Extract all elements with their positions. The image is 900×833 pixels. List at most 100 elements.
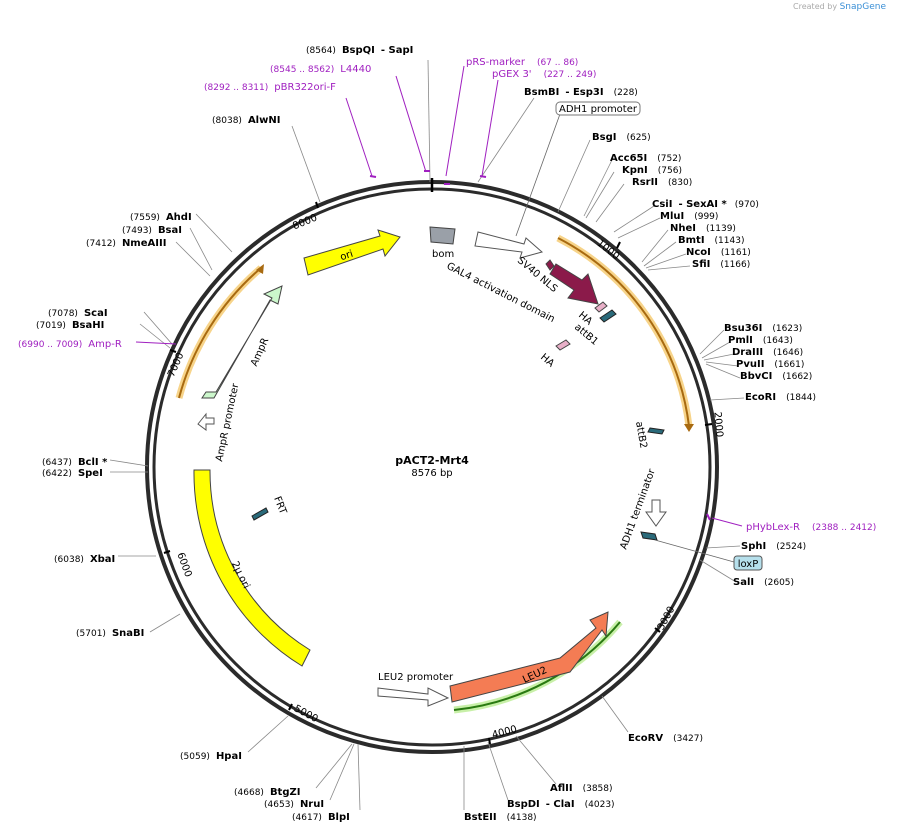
enzyme-bsteii[interactable]: BstEII(4138) [464,812,537,823]
feature-loxp-marker[interactable] [640,531,658,541]
svg-text:(7019)BsaHI: (7019)BsaHI [36,320,104,331]
primer-leaders [135,65,743,527]
svg-text:BmtI(1143): BmtI(1143) [678,235,744,246]
svg-text:BbvCI(1662): BbvCI(1662) [740,371,812,382]
enzyme-bspqi[interactable]: (8564)BspQI- SapI [306,45,413,56]
enzyme-scai[interactable]: (7078)ScaI [48,308,108,319]
feature-ha-2[interactable]: HA [538,339,571,370]
svg-text:AmpR: AmpR [249,336,271,368]
svg-text:(5059)HpaI: (5059)HpaI [180,751,242,762]
feature-leu2-promoter[interactable]: LEU2 promoter [377,672,454,707]
enzyme-sali[interactable]: SalI(2605) [733,577,794,588]
svg-text:ori: ori [339,249,355,263]
svg-text:BspDI- ClaI(4023): BspDI- ClaI(4023) [507,799,615,810]
enzyme-mlui[interactable]: MluI(999) [660,211,718,222]
svg-text:(6437)BclI *: (6437)BclI * [42,457,108,468]
enzyme-csii[interactable]: CsiI- SexAI *(970) [652,199,759,210]
svg-text:(8038)AlwNI: (8038)AlwNI [212,115,280,126]
enzyme-sfii[interactable]: SfiI(1166) [692,259,750,270]
feature-frt[interactable]: FRT [251,495,289,521]
enzyme-nrui[interactable]: (4653)NruI [264,799,324,810]
svg-text:(4668)BtgZI: (4668)BtgZI [234,787,300,798]
svg-text:NheI(1139): NheI(1139) [670,223,736,234]
feature-ampr[interactable]: AmpR [201,285,283,399]
svg-text:(6422)SpeI: (6422)SpeI [42,468,103,479]
primer-l4440[interactable]: (8545 .. 8562)L4440 [270,64,371,75]
enzyme-bmti[interactable]: BmtI(1143) [678,235,744,246]
enzyme-blpi[interactable]: (4617)BlpI [292,812,350,823]
enzyme-kpni[interactable]: KpnI(756) [622,165,682,176]
enzyme-aflii[interactable]: AflII(3858) [550,783,613,794]
enzyme-nhei[interactable]: NheI(1139) [670,223,736,234]
svg-text:CsiI- SexAI *(970): CsiI- SexAI *(970) [652,199,759,210]
svg-text:(4617)BlpI: (4617)BlpI [292,812,350,823]
svg-text:EcoRV(3427): EcoRV(3427) [628,733,703,744]
enzyme-spei[interactable]: (6422)SpeI [42,468,103,479]
enzyme-bbvci[interactable]: BbvCI(1662) [740,371,812,382]
enzyme-bsgi[interactable]: BsgI(625) [592,132,651,143]
svg-text:DraIII(1646): DraIII(1646) [732,347,803,358]
svg-text:NcoI(1161): NcoI(1161) [686,247,751,258]
svg-text:LEU2 promoter: LEU2 promoter [378,672,454,683]
adh1-promoter-label[interactable]: ADH1 promoter [515,101,641,237]
svg-text:AmpR promoter: AmpR promoter [214,382,241,463]
enzyme-draiii[interactable]: DraIII(1646) [732,347,803,358]
enzyme-bcli[interactable]: (6437)BclI * [42,457,108,468]
svg-text:pHybLex-R(2388 .. 2412): pHybLex-R(2388 .. 2412) [746,522,876,533]
svg-text:KpnI(756): KpnI(756) [622,165,682,176]
enzyme-snabi[interactable]: (5701)SnaBI [76,628,144,639]
svg-text:RsrII(830): RsrII(830) [632,177,692,188]
enzyme-acc65i[interactable]: Acc65I(752) [610,153,681,164]
tick-2000: 2000 [704,411,725,438]
svg-text:(6038)XbaI: (6038)XbaI [54,554,115,565]
enzyme-bsai[interactable]: (7493)BsaI [122,225,182,236]
svg-text:loxP: loxP [738,559,759,570]
enzyme-ecori[interactable]: EcoRI(1844) [745,392,816,403]
svg-text:HA: HA [538,352,556,370]
primer-amp-r[interactable]: (6990 .. 7009)Amp-R [18,339,122,350]
svg-text:(7412)NmeAIII: (7412)NmeAIII [86,238,166,249]
enzyme-bspdi[interactable]: BspDI- ClaI(4023) [507,799,615,810]
enzyme-sphi[interactable]: SphI(2524) [741,541,806,552]
enzyme-pmli[interactable]: PmlI(1643) [728,335,793,346]
primer-pbr322ori-f[interactable]: (8292 .. 8311)pBR322ori-F [204,82,336,93]
enzyme-alwni[interactable]: (8038)AlwNI [212,115,280,126]
enzyme-btgzi[interactable]: (4668)BtgZI [234,787,300,798]
enzyme-hpai[interactable]: (5059)HpaI [180,751,242,762]
feature-attb2[interactable]: attB2 [633,421,665,450]
svg-text:(7559)AhdI: (7559)AhdI [130,212,192,223]
feature-bom[interactable]: bom [429,226,456,260]
svg-text:SalI(2605): SalI(2605) [733,577,794,588]
feature-adh1-terminator[interactable]: ADH1 terminator [618,467,667,551]
backbone-inner [152,187,712,747]
enzyme-nmeaiii[interactable]: (7412)NmeAIII [86,238,166,249]
primer-labels: (8545 .. 8562)L4440 (8292 .. 8311)pBR322… [18,57,876,533]
svg-text:ADH1 promoter: ADH1 promoter [559,104,638,115]
backbone-outer [145,180,719,754]
enzyme-rsrii[interactable]: RsrII(830) [632,177,692,188]
svg-text:Acc65I(752): Acc65I(752) [610,153,681,164]
feature-ori[interactable]: ori [303,229,401,276]
feature-leu2-cds[interactable] [549,263,599,305]
primer-pgex3[interactable]: pGEX 3'(227 .. 249) [492,69,596,80]
enzyme-pvuii[interactable]: PvuII(1661) [736,359,804,370]
svg-text:EcoRI(1844): EcoRI(1844) [745,392,816,403]
plasmid-name: pACT2-Mrt4 [395,454,469,467]
enzyme-bsu36i[interactable]: Bsu36I(1623) [724,323,802,334]
enzyme-ahdi[interactable]: (7559)AhdI [130,212,192,223]
primer-prs-marker[interactable]: pRS-marker(67 .. 86) [466,57,578,68]
enzyme-bsahi[interactable]: (7019)BsaHI [36,320,104,331]
enzyme-xbai[interactable]: (6038)XbaI [54,554,115,565]
feature-2u-ori[interactable]: 2μ ori [193,469,311,667]
svg-text:pRS-marker(67 .. 86): pRS-marker(67 .. 86) [466,57,578,68]
enzyme-ecorv[interactable]: EcoRV(3427) [628,733,703,744]
svg-text:attB2: attB2 [633,421,649,450]
loxp-label[interactable]: loxP [654,539,763,571]
enzyme-bsmbi[interactable]: BsmBI- Esp3I(228) [524,87,638,98]
svg-text:BsgI(625): BsgI(625) [592,132,651,143]
primer-phyblex-r[interactable]: pHybLex-R(2388 .. 2412) [746,522,876,533]
svg-text:2000: 2000 [711,411,724,437]
svg-text:SfiI(1166): SfiI(1166) [692,259,750,270]
enzyme-ncoi[interactable]: NcoI(1161) [686,247,751,258]
